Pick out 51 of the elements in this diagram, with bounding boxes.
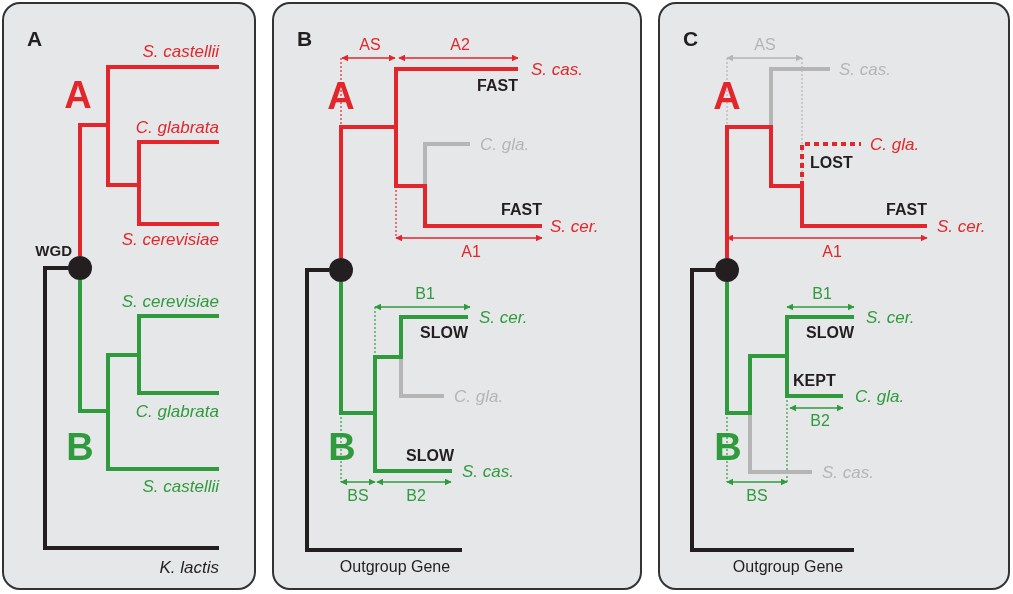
branch-length-label: BS (347, 488, 369, 504)
clade-letter: A (713, 77, 741, 115)
panel-letter: A (27, 28, 43, 49)
branch-length-label: AS (359, 37, 381, 53)
species-name: C. gla. (855, 387, 905, 405)
species-name: S. cer. (866, 308, 915, 326)
outgroup-label: Outgroup Gene (732, 559, 844, 575)
species-name: S. cer. (937, 217, 986, 235)
clade-letter: B (328, 428, 356, 466)
branch-length-label: A2 (450, 37, 470, 53)
clade-letter: B (66, 428, 94, 466)
duplication-node (715, 258, 739, 282)
rate-label: SLOW (406, 448, 454, 464)
panel (2, 2, 256, 590)
rate-label: FAST (477, 78, 518, 94)
branch-length-label: B1 (415, 286, 435, 302)
branch-length-label: B2 (810, 413, 830, 429)
species-name: S. cerevisiae (121, 230, 219, 248)
species-name: S. castellii (142, 477, 219, 495)
clade-letter: B (714, 428, 742, 466)
branch-length-label: B2 (406, 488, 426, 504)
duplication-node (329, 258, 353, 282)
species-name: S. cas. (531, 60, 583, 78)
panel-letter: B (297, 28, 313, 49)
branch-length-label: A1 (461, 244, 481, 260)
clade-letter: A (327, 77, 355, 115)
duplication-node (68, 256, 92, 280)
species-name: S. cerevisiae (121, 292, 219, 310)
event-label: WGD (35, 242, 72, 258)
rate-label: FAST (501, 202, 542, 218)
species-name: C. glabrata (135, 402, 219, 420)
branch-length-label: BS (746, 488, 768, 504)
panel (272, 2, 642, 590)
rate-label: SLOW (806, 325, 854, 341)
species-name: C. gla. (870, 135, 920, 153)
rate-label: LOST (810, 155, 853, 171)
branch-length-label: B1 (812, 286, 832, 302)
clade-letter: A (64, 76, 92, 114)
panel-letter: C (683, 28, 699, 49)
species-name: K. lactis (159, 558, 219, 576)
species-name: S. castellii (142, 42, 219, 60)
panel (658, 2, 1010, 590)
outgroup-label: Outgroup Gene (339, 559, 451, 575)
rate-label: FAST (886, 202, 927, 218)
species-name: S. cer. (479, 308, 528, 326)
species-name: C. glabrata (135, 118, 219, 136)
branch-length-label: A1 (822, 244, 842, 260)
rate-label: SLOW (420, 325, 468, 341)
species-name: S. cas. (462, 462, 514, 480)
species-name: S. cer. (550, 217, 599, 235)
rate-label: KEPT (793, 373, 836, 389)
